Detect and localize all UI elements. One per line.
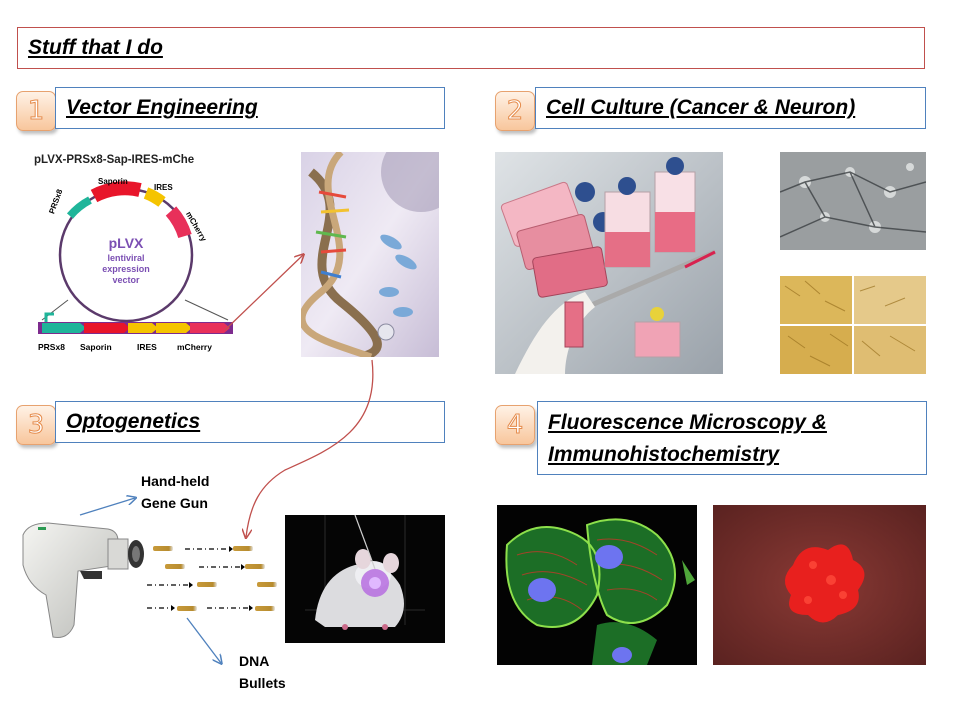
dna-bullets-label: DNA Bullets — [239, 650, 286, 694]
neuron-phase-contrast-photo — [780, 152, 926, 250]
ring-saporin-segment — [90, 181, 142, 203]
section-2-title: Cell Culture (Cancer & Neuron) — [546, 96, 856, 119]
optic-fiber — [354, 515, 376, 570]
section-3-header: Optogenetics — [55, 401, 445, 443]
immunohistochemistry-photo — [713, 505, 926, 665]
track-label-ires: IRES — [137, 342, 157, 352]
section-1-header: Vector Engineering — [55, 87, 445, 129]
projection-line-right — [184, 299, 229, 321]
ring-ires-segment — [143, 187, 166, 207]
plasmid-name: pLVX-PRSx8-Sap-IRES-mChe — [34, 154, 194, 166]
center-label-2: lentiviral — [107, 253, 144, 263]
center-label-4: vector — [112, 275, 140, 285]
ring-prsx8-segment — [66, 196, 92, 219]
dna-illustration — [301, 152, 439, 357]
track-mcherry — [190, 323, 230, 333]
section-4-header: Fluorescence Microscopy & Immunohistoche… — [537, 401, 927, 475]
center-label-1: pLVX — [109, 235, 144, 251]
promoter-arrow — [44, 312, 54, 322]
section-4-number-badge: 4 — [495, 405, 535, 445]
track-ires — [128, 323, 158, 333]
gene-gun-label: Hand-held Gene Gun — [141, 470, 209, 514]
dna-bullets-label-line1: DNA — [239, 653, 270, 669]
section-2-header: Cell Culture (Cancer & Neuron) — [535, 87, 926, 129]
section-4-title: Fluorescence Microscopy & Immunohistoche… — [548, 407, 827, 471]
ring-label-ires: IRES — [154, 183, 173, 192]
cancer-cell-grid-photo — [780, 276, 926, 374]
gene-gun-label-line1: Hand-held — [141, 473, 210, 489]
dna-bullets-diagram — [147, 546, 277, 611]
arrow-bullets-label — [186, 617, 221, 663]
gene-gun-device-image — [22, 522, 144, 638]
section-4-title-line2: Immunohistochemistry — [548, 443, 780, 466]
track-prsx8 — [42, 323, 86, 333]
ring-label-saporin: Saporin — [98, 177, 128, 186]
center-label-3: expression — [102, 264, 150, 274]
track-label-mcherry: mCherry — [177, 342, 212, 352]
nucleus-2 — [595, 545, 623, 569]
dna-bullets-label-line2: Bullets — [239, 675, 286, 691]
ring-mcherry-segment — [165, 206, 192, 239]
gene-gun-label-line2: Gene Gun — [141, 495, 208, 511]
track-ires-2 — [156, 323, 192, 333]
track-label-prsx8: PRSx8 — [38, 342, 65, 352]
track-label-saporin: Saporin — [80, 342, 112, 352]
dna-strand-2 — [301, 152, 373, 357]
arrow-dna-to-bullets — [246, 359, 374, 537]
optogenetics-mouse-photo — [285, 515, 445, 643]
arrow-plasmid-to-dna — [224, 255, 303, 331]
arrow-gene-gun-label — [79, 498, 135, 516]
section-1-title: Vector Engineering — [66, 96, 258, 119]
nucleus-1 — [528, 578, 556, 602]
page-title-box: Stuff that I do — [17, 27, 925, 69]
track-saporin — [84, 323, 130, 333]
section-3-title: Optogenetics — [66, 410, 201, 433]
fluorescence-cells-photo — [497, 505, 697, 665]
section-2-number-badge: 2 — [495, 91, 535, 131]
page-title: Stuff that I do — [28, 36, 163, 59]
section-4-title-line1: Fluorescence Microscopy & — [548, 411, 827, 434]
section-1-number-badge: 1 — [16, 91, 56, 131]
plasmid-map-diagram: pLVX-PRSx8-Sap-IRES-mChe PRSx8 Saporin I… — [34, 154, 233, 352]
red-cell-cluster — [784, 544, 865, 623]
cell-culture-flasks-photo — [495, 152, 723, 374]
nucleus-3 — [612, 647, 632, 663]
